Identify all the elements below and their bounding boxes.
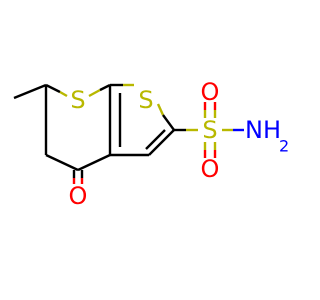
atom-sulfonyl-o-bottom: O [201,155,220,183]
molecule-structure: S S S O O O NH 2 [13,78,289,210]
bond-c6-s7 [45,83,61,94]
bond-c2-c3-double [145,129,166,150]
bond-s1-c2 [162,114,175,131]
bond-c3a-c4 [77,153,111,172]
bond-s7-c7a-s [88,88,101,98]
atom-ring-s1: S [70,86,85,114]
atom-sulfonyl-o-top: O [201,78,220,106]
bond-c4-c5 [45,153,79,172]
bond-c2-c3 [148,129,175,156]
bond-s7-c7a [99,83,111,92]
atom-ketone-o: O [69,182,88,210]
atom-sulfonyl-s: S [202,116,217,144]
atom-amine-nh: NH [245,116,281,144]
bond-c6-s7-s [59,90,68,98]
atom-ring-s2: S [138,86,153,114]
atom-amine-subscript: 2 [279,137,289,156]
bond-s1-c2-s [156,103,165,116]
bond-methyl [13,83,47,100]
